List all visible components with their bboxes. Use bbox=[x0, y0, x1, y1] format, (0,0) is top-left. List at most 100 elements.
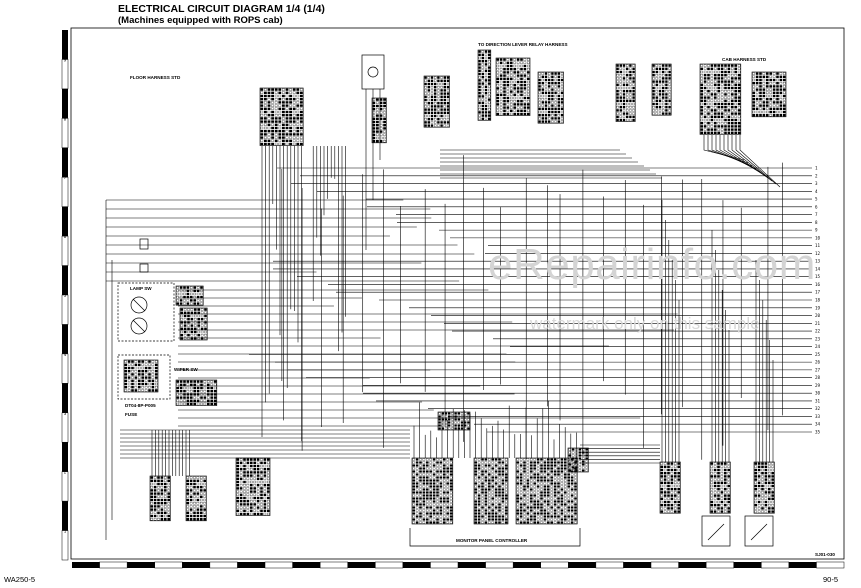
row-label: 1 bbox=[64, 529, 67, 534]
terminal-number: 1 bbox=[815, 166, 818, 171]
connector bbox=[179, 307, 208, 341]
drawing-number: SJ01-030 bbox=[815, 552, 835, 557]
row-bar-open bbox=[61, 353, 69, 384]
fuse-label: FUSE bbox=[125, 412, 137, 417]
terminal-number: 29 bbox=[815, 383, 821, 388]
connector bbox=[753, 461, 775, 514]
col-bar-open bbox=[485, 561, 514, 569]
col-bar-open bbox=[264, 561, 293, 569]
terminal-number: 2 bbox=[815, 173, 818, 178]
col-label: M bbox=[746, 563, 749, 568]
col-label: J bbox=[581, 563, 584, 568]
row-label: 2 bbox=[64, 470, 67, 475]
col-bar-open bbox=[154, 561, 183, 569]
connector bbox=[477, 49, 492, 121]
col-bar bbox=[568, 562, 596, 568]
row-bar bbox=[62, 265, 68, 295]
direction-lever-label: TO DIRECTION LEVER RELAY HARNESS bbox=[478, 42, 568, 47]
title-line-2: (Machines equipped with ROPS cab) bbox=[118, 15, 283, 26]
connector bbox=[123, 359, 159, 393]
terminal-number: 5 bbox=[815, 197, 818, 202]
watermark-sub: watermark only on this sample bbox=[530, 314, 760, 333]
row-bar bbox=[62, 30, 68, 60]
col-bar bbox=[72, 562, 100, 568]
terminal-number: 16 bbox=[815, 282, 821, 287]
terminal-number: 27 bbox=[815, 367, 821, 372]
col-bar bbox=[733, 562, 762, 568]
row-label: 7 bbox=[64, 175, 67, 180]
watermark-main: eRepairinfo.com bbox=[488, 240, 816, 289]
connector bbox=[149, 475, 171, 522]
wire bbox=[719, 135, 761, 173]
floor-harness-label: FLOOR HARNESS STD bbox=[130, 75, 181, 80]
diagram-title: ELECTRICAL CIRCUIT DIAGRAM 1/4 (1/4) (Ma… bbox=[118, 3, 325, 27]
row-label: 8 bbox=[64, 116, 67, 121]
col-bar bbox=[237, 562, 265, 568]
relay-symbols bbox=[701, 515, 774, 547]
col-bar-open bbox=[99, 561, 128, 569]
connector bbox=[709, 461, 731, 514]
col-label: F bbox=[360, 563, 363, 568]
col-bar-open bbox=[209, 561, 238, 569]
connector bbox=[259, 87, 304, 146]
row-bar bbox=[62, 501, 68, 531]
col-label: C bbox=[195, 563, 198, 568]
terminal-number: 7 bbox=[815, 212, 818, 217]
terminal-number: 4 bbox=[815, 189, 818, 194]
connector bbox=[235, 457, 271, 516]
terminal-number: 35 bbox=[815, 430, 821, 435]
col-label: K bbox=[636, 563, 639, 568]
col-bar bbox=[292, 562, 321, 568]
col-label: E bbox=[305, 563, 308, 568]
row-bar bbox=[62, 383, 68, 413]
connector bbox=[615, 63, 636, 122]
connector bbox=[473, 457, 509, 525]
terminal-number: 19 bbox=[815, 305, 821, 310]
terminal-number: 28 bbox=[815, 375, 821, 380]
connector bbox=[651, 63, 672, 116]
terminal-number: 30 bbox=[815, 391, 821, 396]
terminal-number: 33 bbox=[815, 414, 821, 419]
col-bar bbox=[347, 562, 376, 568]
dt04-label: DT04-8P-P005 bbox=[125, 403, 156, 408]
col-bar-open bbox=[430, 561, 459, 569]
terminal-number: 31 bbox=[815, 398, 821, 403]
connector bbox=[437, 411, 471, 431]
terminal-number: 11 bbox=[815, 243, 821, 248]
terminal-number: 24 bbox=[815, 344, 821, 349]
terminal-number: 9 bbox=[815, 228, 818, 233]
monitor-panel-label: MONITOR PANEL CONTROLLER bbox=[456, 538, 528, 543]
col-bar-open bbox=[595, 561, 624, 569]
monitor-panel-bracket bbox=[409, 528, 581, 547]
wire bbox=[723, 135, 765, 176]
row-bar bbox=[62, 206, 68, 237]
cab-harness-label: CAB HARNESS STD bbox=[722, 57, 767, 62]
col-bar-open bbox=[705, 561, 734, 569]
row-bar-open bbox=[61, 59, 69, 90]
wire bbox=[739, 135, 781, 188]
terminal-number: 8 bbox=[815, 220, 818, 225]
col-bar-open bbox=[650, 561, 679, 569]
lamp-switch-symbols bbox=[117, 54, 385, 400]
terminal-number: 22 bbox=[815, 329, 821, 334]
col-bar bbox=[458, 562, 486, 568]
wiper-sw-label: WIPER SW bbox=[174, 367, 198, 372]
row-bar-open bbox=[61, 176, 69, 207]
row-label: 4 bbox=[64, 352, 67, 357]
connector bbox=[495, 57, 531, 116]
connector bbox=[411, 457, 454, 525]
row-bar-open bbox=[61, 412, 69, 443]
diagram-frame bbox=[70, 27, 845, 560]
col-label: H bbox=[471, 563, 474, 568]
col-label: G bbox=[415, 563, 418, 568]
connector bbox=[659, 461, 681, 514]
title-line-1: ELECTRICAL CIRCUIT DIAGRAM 1/4 (1/4) bbox=[118, 3, 325, 15]
col-bar-open bbox=[540, 561, 569, 569]
row-bar-open bbox=[61, 530, 69, 561]
terminal-number: 10 bbox=[815, 235, 821, 240]
right-terminal-numbers: 1234567891011121314151617181920212223242… bbox=[815, 166, 821, 435]
connector bbox=[423, 75, 450, 128]
